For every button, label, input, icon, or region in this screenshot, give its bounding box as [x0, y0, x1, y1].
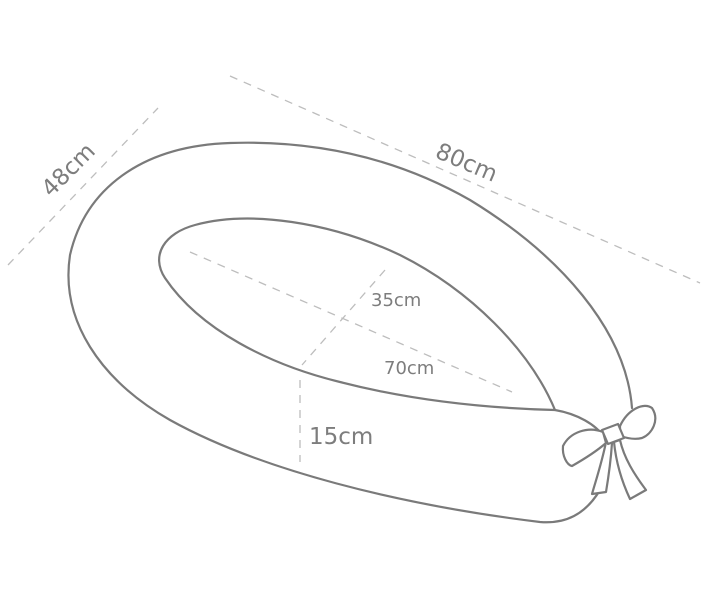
outer-length-guide	[229, 75, 701, 284]
thickness-label: 15cm	[309, 424, 373, 450]
inner-width-label: 35cm	[371, 290, 421, 311]
inner-length-label: 70cm	[384, 358, 434, 379]
outer-width-guide	[7, 107, 159, 266]
bow-loop-right	[618, 404, 657, 440]
pillow-inner-outline	[158, 217, 557, 412]
bow-loop-left	[561, 428, 608, 468]
outer-width-label: 48cm	[37, 138, 101, 202]
inner-length-guide	[189, 251, 513, 393]
bow-icon	[561, 404, 657, 501]
inner-width-guide	[301, 269, 386, 366]
bow-ribbon-right	[612, 438, 648, 501]
bow-ribbon-left	[590, 440, 614, 496]
bow-knot	[600, 422, 626, 446]
pillow-outer-outline	[67, 141, 634, 524]
